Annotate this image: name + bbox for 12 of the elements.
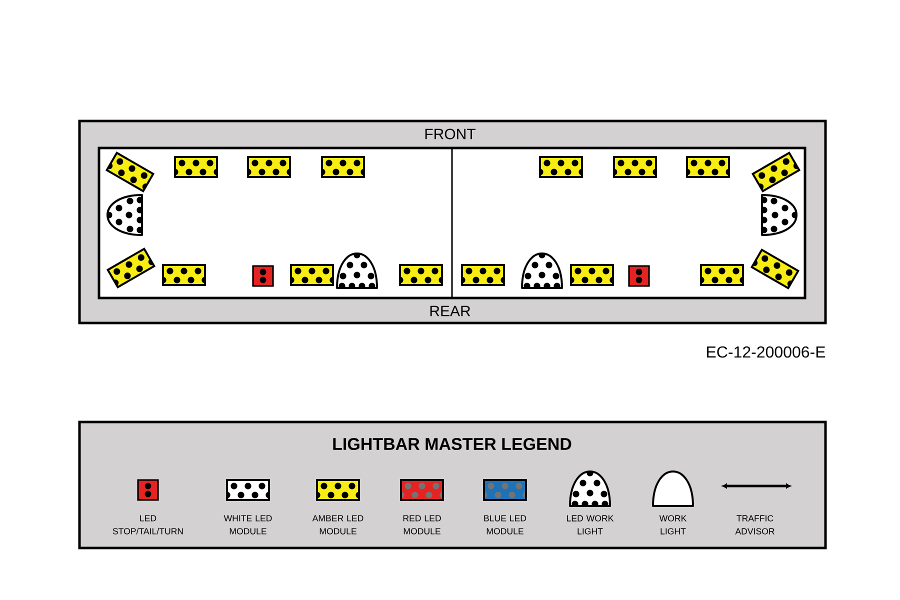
legend-title: LIGHTBAR MASTER LEGEND: [333, 438, 572, 450]
legend-text: TRAFFIC ADVISOR: [735, 515, 774, 534]
side-label: FRONT: [425, 128, 476, 140]
legend-text: BLUE LED MODULE: [484, 515, 526, 534]
side-label: REAR: [430, 306, 470, 316]
legend-text: WORK LIGHT: [659, 515, 687, 534]
legend-text: LED WORK LIGHT: [567, 515, 614, 534]
legend-text: WHITE LED MODULE: [224, 515, 272, 534]
legend-text: AMBER LED MODULE: [312, 515, 364, 534]
legend-text: RED LED MODULE: [403, 515, 441, 534]
part-number: EC-12-200006-E: [707, 346, 826, 358]
legend-text: LED STOP/TAIL/TURN: [112, 515, 183, 534]
